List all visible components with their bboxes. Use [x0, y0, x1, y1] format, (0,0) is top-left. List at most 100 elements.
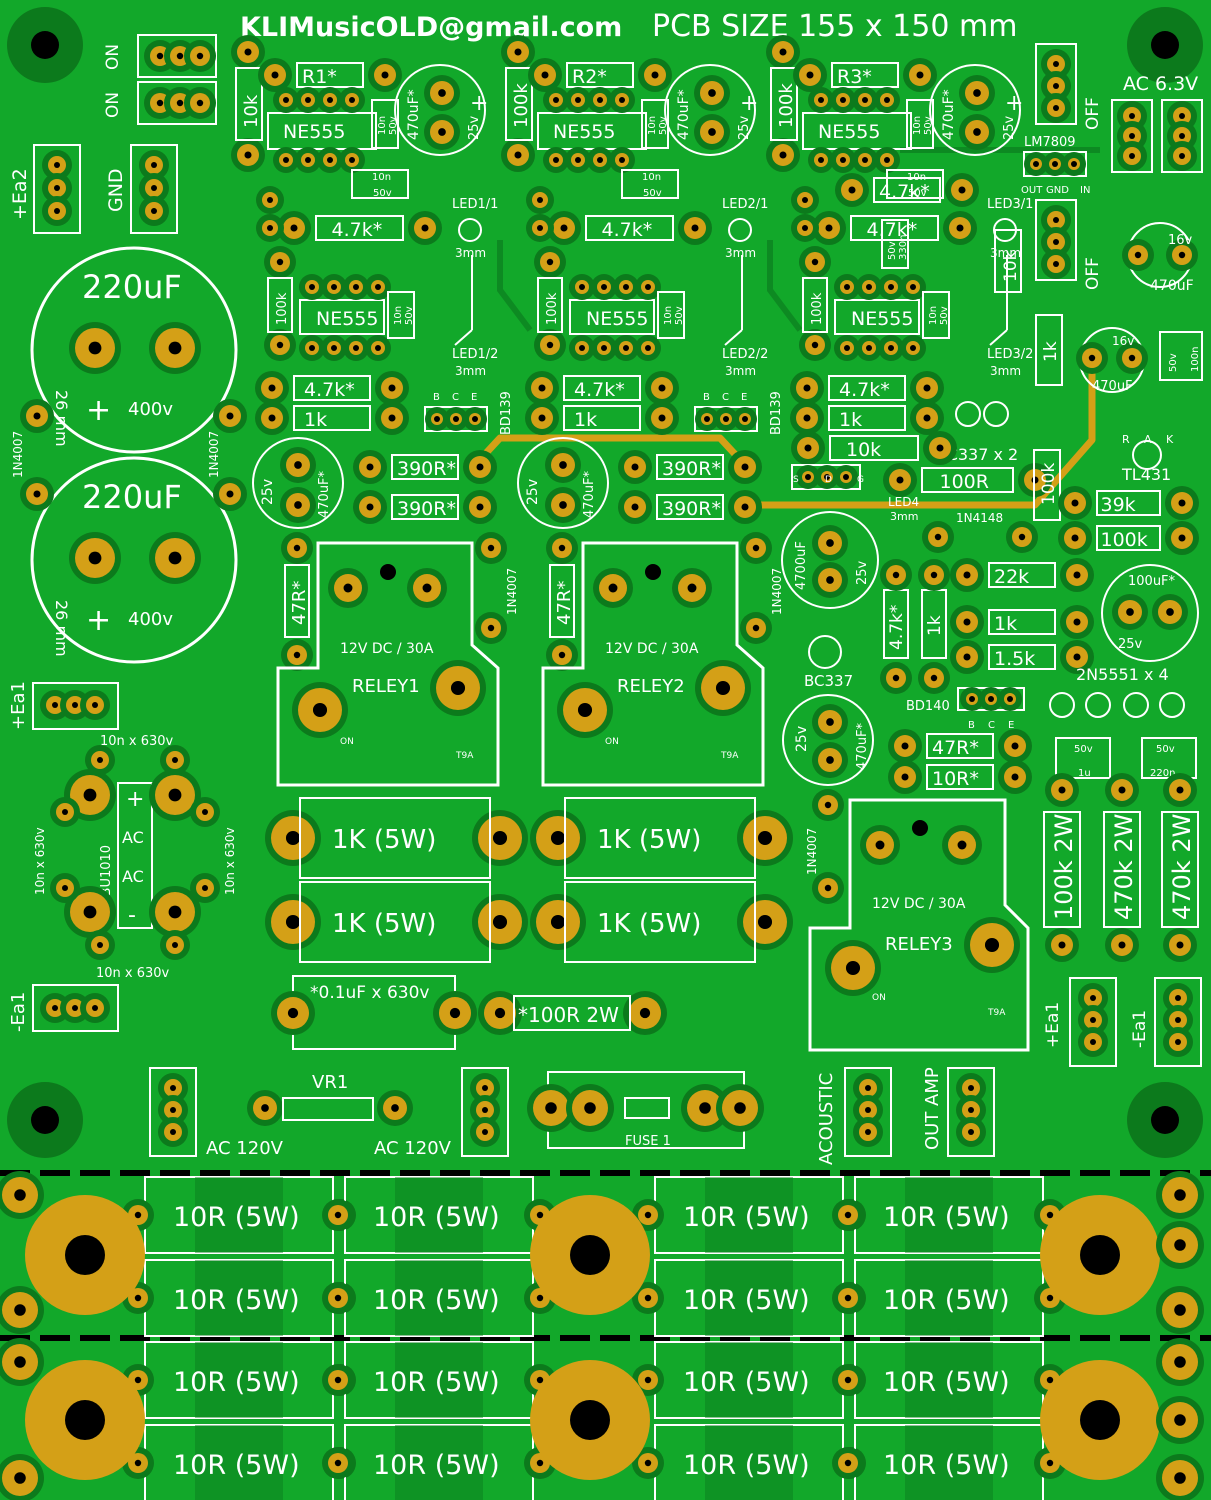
- relay-on-label: ON: [605, 737, 619, 747]
- relay-cap-value: 470uF*: [582, 470, 597, 518]
- out-amp-pad-0-hole: [968, 1085, 974, 1091]
- bd140-pin-label: C: [988, 720, 995, 731]
- row2-cap-pad-0-hole: [802, 197, 808, 203]
- timer-cap-value: 470uF*: [406, 89, 422, 140]
- bridge-cap-pad-1-hole: [172, 757, 178, 763]
- right-r100k2-value: 100k: [1101, 529, 1148, 551]
- load-r-pad-a-hole: [285, 830, 301, 846]
- email-label: KLIMusicOLD@gmail.com: [240, 12, 622, 43]
- reg-pin-pad-0-hole: [1033, 161, 1039, 167]
- load-r-pad-b-hole: [757, 830, 773, 846]
- bd140-pin-label: B: [968, 720, 975, 731]
- switch-pad-0-hole: [156, 52, 164, 60]
- timer-r-main-pad-b-hole: [381, 71, 389, 79]
- bridge-minus: -: [128, 903, 136, 928]
- timer-cap-voltage: 25v: [1002, 115, 1017, 140]
- relay-diode-name: 1N4007: [505, 568, 519, 615]
- timer-cap-plus: +: [1005, 91, 1023, 116]
- load-r-pad-a-hole: [550, 830, 566, 846]
- power-resistor-value: 10R (5W): [683, 1367, 810, 1398]
- bank-edge-pad-5-hole: [1174, 1239, 1186, 1251]
- switch-pad-1-hole: [176, 52, 184, 60]
- ic-pin-top-3-hole: [884, 97, 890, 103]
- right-r1k2-pad-b-hole: [1073, 618, 1081, 626]
- vr1-pad-a-hole: [261, 1104, 269, 1112]
- power-resistor-pad-a-hole: [334, 1294, 342, 1302]
- relay-diode-bottom-hole: [487, 624, 495, 632]
- load-r-pad-b-hole: [492, 830, 508, 846]
- relay-r390-a-body: [391, 454, 459, 480]
- row3-ic-pin-bot-1-hole: [331, 345, 337, 351]
- relay-r390-b-pad-a-hole: [366, 503, 374, 511]
- row3-r-bottom-hole: [811, 341, 819, 349]
- row3-c-body: [922, 291, 950, 339]
- big-cap-1-pad-b-hole: [168, 341, 182, 355]
- mounting-hole-0: [31, 31, 59, 59]
- bd139-pin-2-hole: [472, 416, 478, 422]
- cap4700-value: 4700uF: [794, 541, 809, 590]
- right-r100k2-pad-b-hole: [1178, 534, 1186, 542]
- right-c330-voltage: 50v: [887, 241, 898, 260]
- row3-ic-pin-bot-2-hole: [888, 345, 894, 351]
- relay3-diode-name: 1N4007: [805, 828, 819, 875]
- timer-ic-body: [267, 112, 377, 150]
- conn-pad-0-hole: [54, 162, 60, 168]
- conn-pad-3-hole: [151, 162, 157, 168]
- relay-cap-voltage: 25v: [260, 479, 276, 505]
- right-cap470b-pad-a-hole: [1088, 354, 1096, 362]
- power-resistor-value: 10R (5W): [883, 1367, 1010, 1398]
- big-cap-1-polarity: +: [86, 393, 111, 428]
- relay-r390-a-pad-b-hole: [741, 463, 749, 471]
- ic-pin-bot-3-hole: [349, 157, 355, 163]
- reg-switch-pad-3-hole: [1053, 217, 1059, 223]
- ea1-right-pos: [1069, 977, 1117, 1067]
- power-resistor-pad-a-hole: [644, 1211, 652, 1219]
- tl431-pin-label: A: [1144, 433, 1152, 446]
- power-resistor-pad-a-hole: [644, 1459, 652, 1467]
- tl431-outline: [1132, 440, 1162, 470]
- relay-r47-body: [284, 564, 310, 638]
- bridge-ac-2: AC: [122, 867, 144, 886]
- bc337-name: BC337: [804, 672, 853, 690]
- row2-cap-body: [886, 169, 944, 199]
- relay-coil-label: 12V DC / 30A: [605, 641, 699, 657]
- row3-ic-pin-top-0-hole: [579, 284, 585, 290]
- relay-r390-b-body: [656, 494, 724, 520]
- power-resistor-shade: [705, 1260, 793, 1336]
- switch-label-on-1: ON: [103, 44, 123, 70]
- timer-rv-value: 100k: [776, 83, 797, 128]
- terminal-hole-5: [1080, 1400, 1120, 1440]
- row3-ic-pin-top-2-hole: [888, 284, 894, 290]
- cap4700-outline: [781, 511, 879, 609]
- right-r100k2-body: [1096, 525, 1161, 551]
- bd140-pin-2-hole: [1007, 696, 1013, 702]
- row3-c-value: 10n: [663, 306, 674, 325]
- bridge-pad-0-hole: [83, 788, 97, 802]
- ea1-pad-1-hole: [72, 702, 78, 708]
- terminal-hole-1: [570, 1235, 610, 1275]
- right-vr-pad-1-hole: [892, 674, 900, 682]
- ac120-right-pad-0-hole: [482, 1085, 488, 1091]
- row3-ic-pin-top-3-hole: [375, 284, 381, 290]
- row3-res-b-pad-a-hole: [803, 414, 811, 422]
- row2-led-outline: [458, 218, 482, 242]
- power-resistor-9: 10R (5W): [122, 1341, 356, 1419]
- power-resistor-value: 10R (5W): [173, 1450, 300, 1481]
- relay-r47-bottom-hole: [293, 651, 301, 659]
- vr1-label: VR1: [312, 1072, 348, 1093]
- relay-cap-pad-b-hole: [294, 501, 302, 509]
- c1u-body: [1055, 737, 1111, 779]
- row3-ic-pin-bot-2-hole: [623, 345, 629, 351]
- timer-cap-voltage: 25v: [467, 115, 482, 140]
- right-r10k-body: [994, 229, 1022, 293]
- power-resistor-value: 10R (5W): [683, 1285, 810, 1316]
- row2-resistor-value: 4.7k*: [602, 219, 653, 241]
- left-diode-pad-3-hole: [226, 490, 234, 498]
- right-c330-body: [881, 219, 909, 269]
- power-resistor-value: 10R (5W): [883, 1285, 1010, 1316]
- q2n-outline-3: [1159, 692, 1185, 718]
- relay-cap-value: 470uF*: [317, 470, 332, 518]
- copper-tracks: [472, 355, 1096, 509]
- ic-pin-bot-2-hole: [862, 157, 868, 163]
